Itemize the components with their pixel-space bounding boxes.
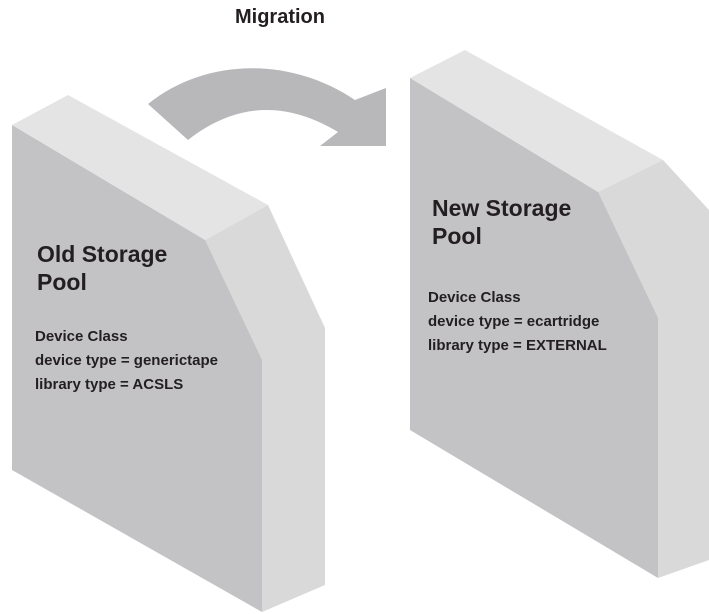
new-storage-pool-block: [410, 50, 709, 578]
migration-arrow: [148, 68, 386, 146]
new-pool-title: New Storage Pool: [432, 194, 571, 250]
new-pool-library-type: library type = EXTERNAL: [428, 337, 607, 354]
new-pool-device-class-label: Device Class: [428, 289, 521, 306]
new-pool-title-line1: New Storage: [432, 195, 572, 221]
new-pool-top-face: [410, 50, 663, 192]
new-pool-device-type: device type = ecartridge: [428, 313, 600, 330]
new-pool-title-line2: Pool: [432, 223, 482, 249]
old-pool-title: Old Storage Pool: [37, 240, 167, 296]
old-pool-title-line2: Pool: [37, 269, 87, 295]
old-pool-top-face: [12, 95, 268, 240]
old-pool-device-type: device type = generictape: [35, 352, 219, 369]
new-pool-front-face: [410, 78, 658, 578]
old-pool-title-line1: Old Storage: [37, 241, 168, 267]
old-pool-device-class-label: Device Class: [35, 328, 128, 345]
old-pool-details: Device Class device type = generictape l…: [35, 325, 218, 397]
migration-title: Migration: [235, 6, 325, 28]
old-pool-library-type: library type = ACSLS: [35, 376, 184, 393]
old-pool-front-face: [12, 125, 262, 612]
old-storage-pool-block: [12, 95, 325, 612]
new-pool-details: Device Class device type = ecartridge li…: [428, 286, 607, 358]
